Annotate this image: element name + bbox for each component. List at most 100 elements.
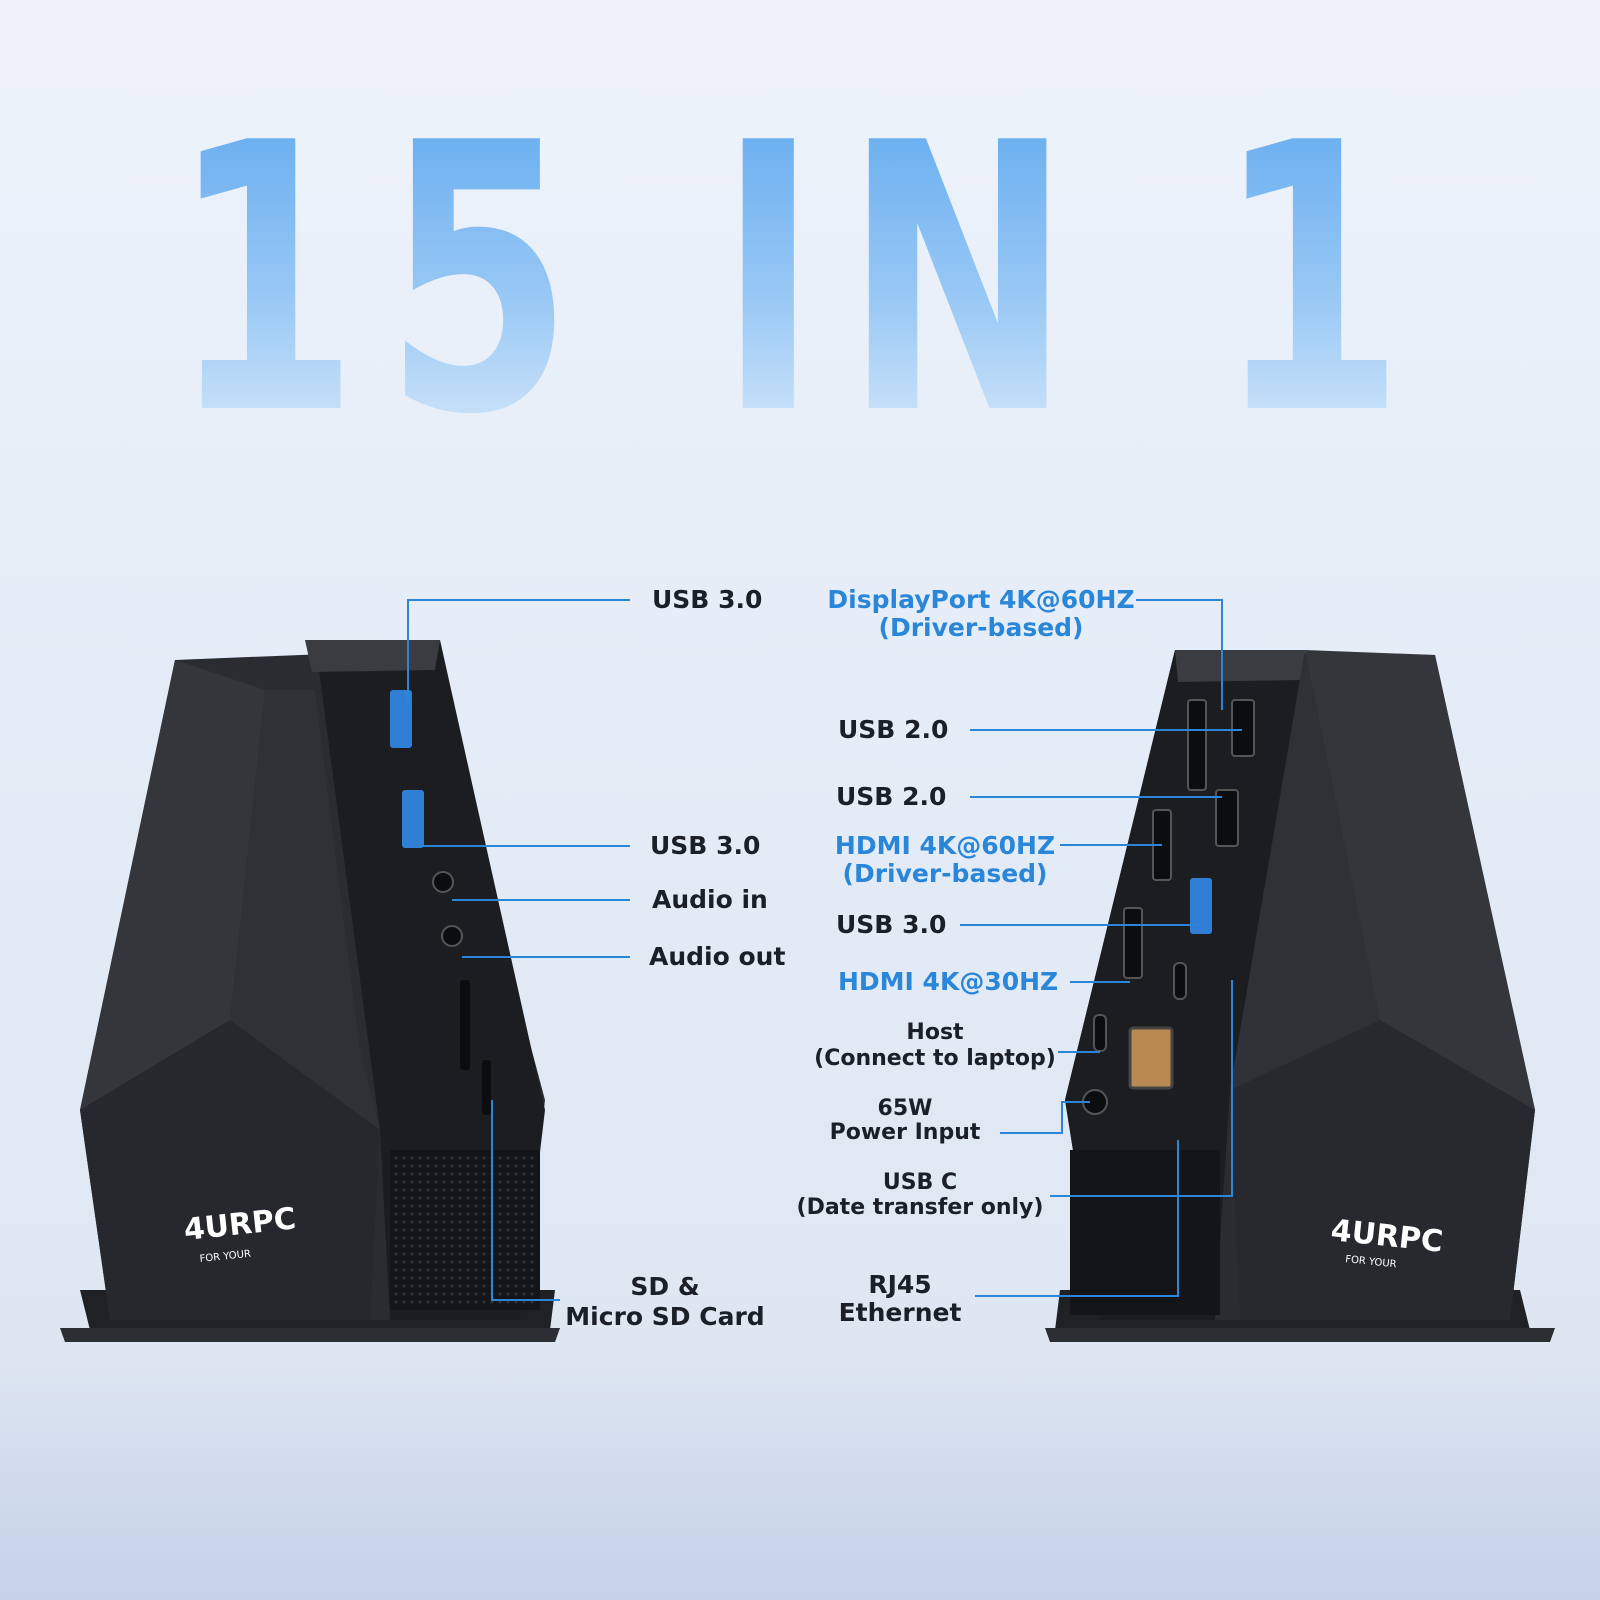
grille-hole [522, 1300, 526, 1304]
grille-hole [530, 1220, 534, 1224]
grille-hole [506, 1268, 510, 1272]
grille-hole [514, 1204, 518, 1208]
grille-hole [506, 1196, 510, 1200]
grille-hole [466, 1220, 470, 1224]
grille-hole [450, 1180, 454, 1184]
grille-hole [402, 1204, 406, 1208]
grille-hole [474, 1292, 478, 1296]
grille-hole [530, 1260, 534, 1264]
grille-hole [450, 1172, 454, 1176]
grille-hole [498, 1292, 502, 1296]
grille-hole [418, 1228, 422, 1232]
grille-hole [418, 1284, 422, 1288]
grille-hole [522, 1228, 526, 1232]
right-power-port [1082, 1089, 1108, 1115]
grille-hole [418, 1268, 422, 1272]
grille-hole [426, 1212, 430, 1216]
grille-hole [514, 1212, 518, 1216]
grille-hole [442, 1252, 446, 1256]
grille-hole [458, 1220, 462, 1224]
grille-hole [490, 1156, 494, 1160]
grille-hole [466, 1300, 470, 1304]
grille-hole [514, 1276, 518, 1280]
grille-hole [506, 1252, 510, 1256]
grille-hole [442, 1204, 446, 1208]
grille-hole [498, 1276, 502, 1280]
label-hdmi60-line2: (Driver-based) [842, 859, 1048, 888]
grille-hole [418, 1292, 422, 1296]
grille-hole [490, 1276, 494, 1280]
grille-hole [394, 1260, 398, 1264]
grille-hole [394, 1300, 398, 1304]
grille-hole [498, 1212, 502, 1216]
grille-hole [426, 1260, 430, 1264]
grille-hole [490, 1164, 494, 1168]
grille-hole [450, 1196, 454, 1200]
grille-hole [434, 1164, 438, 1168]
label-displayport-line1: DisplayPort 4K@60HZ [827, 585, 1135, 614]
grille-hole [426, 1252, 430, 1256]
grille-hole [522, 1164, 526, 1168]
grille-hole [482, 1228, 486, 1232]
grille-hole [410, 1212, 414, 1216]
grille-hole [490, 1204, 494, 1208]
label-host-line2: (Connect to laptop) [814, 1046, 1056, 1071]
grille-hole [466, 1276, 470, 1280]
grille-hole [394, 1164, 398, 1168]
right-hdmi30-port [1123, 907, 1143, 979]
grille-hole [498, 1236, 502, 1240]
label-audio-in: Audio in [652, 885, 768, 914]
grille-hole [482, 1244, 486, 1248]
grille-hole [482, 1292, 486, 1296]
grille-hole [514, 1220, 518, 1224]
grille-hole [434, 1196, 438, 1200]
grille-hole [466, 1260, 470, 1264]
grille-hole [498, 1188, 502, 1192]
grille-hole [466, 1236, 470, 1240]
label-power-line1: 65W [877, 1096, 933, 1121]
grille-hole [466, 1204, 470, 1208]
grille-hole [514, 1180, 518, 1184]
grille-hole [442, 1236, 446, 1240]
grille-hole [466, 1228, 470, 1232]
grille-hole [410, 1292, 414, 1296]
grille-hole [410, 1260, 414, 1264]
grille-hole [514, 1196, 518, 1200]
right-usb3-port [1190, 878, 1212, 934]
grille-hole [490, 1212, 494, 1216]
grille-hole [410, 1204, 414, 1208]
grille-hole [506, 1180, 510, 1184]
grille-hole [482, 1260, 486, 1264]
grille-hole [522, 1292, 526, 1296]
grille-hole [418, 1180, 422, 1184]
label-audio-out: Audio out [649, 942, 786, 971]
grille-hole [410, 1164, 414, 1168]
grille-hole [434, 1228, 438, 1232]
grille-hole [506, 1228, 510, 1232]
grille-hole [434, 1260, 438, 1264]
grille-hole [394, 1188, 398, 1192]
label-rj45-line2: Ethernet [838, 1298, 962, 1327]
grille-hole [530, 1268, 534, 1272]
grille-hole [394, 1252, 398, 1256]
grille-hole [402, 1228, 406, 1232]
grille-hole [418, 1188, 422, 1192]
grille-hole [482, 1252, 486, 1256]
grille-hole [426, 1172, 430, 1176]
grille-hole [418, 1236, 422, 1240]
grille-hole [442, 1228, 446, 1232]
grille-hole [426, 1220, 430, 1224]
grille-hole [522, 1268, 526, 1272]
grille-hole [458, 1252, 462, 1256]
grille-hole [474, 1212, 478, 1216]
grille-hole [394, 1284, 398, 1288]
grille-hole [466, 1172, 470, 1176]
left-sd-slot [460, 980, 470, 1070]
grille-hole [434, 1204, 438, 1208]
grille-hole [418, 1260, 422, 1264]
grille-hole [514, 1188, 518, 1192]
label-usb30-top: USB 3.0 [652, 585, 763, 614]
grille-hole [442, 1260, 446, 1264]
grille-hole [394, 1196, 398, 1200]
grille-hole [426, 1228, 430, 1232]
